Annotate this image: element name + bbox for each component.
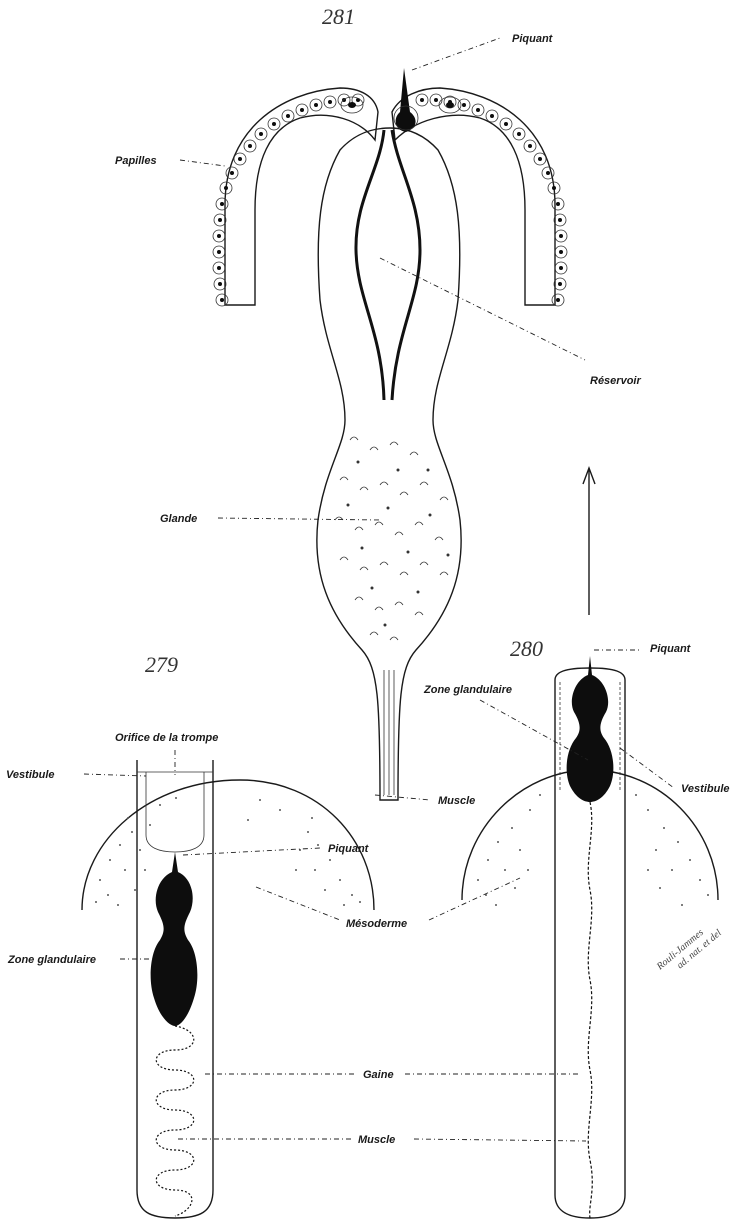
reservoir-canal bbox=[356, 130, 384, 400]
signature: Rouli-Jammes ad. nat. et del bbox=[654, 918, 724, 982]
label-281-glande: Glande bbox=[160, 513, 197, 525]
label-279-orifice: Orifice de la trompe bbox=[115, 732, 218, 744]
wavy-muscle-280 bbox=[588, 802, 592, 1218]
orientation-arrow bbox=[583, 468, 595, 615]
label-280-vestibule: Vestibule bbox=[681, 783, 730, 795]
label-281-piquant: Piquant bbox=[512, 33, 554, 45]
left-arch bbox=[225, 88, 378, 305]
coiled-muscle-279 bbox=[156, 1026, 194, 1216]
reservoir-canal-right bbox=[392, 130, 420, 400]
label-279-zone-glandulaire: Zone glandulaire bbox=[7, 954, 96, 966]
mesoderm-280-dots bbox=[477, 794, 709, 906]
vestibule-279 bbox=[146, 772, 204, 852]
label-281-reservoir: Réservoir bbox=[590, 375, 641, 387]
figure-280: 280 Piquant Zone glandulaire Vestibule bbox=[423, 636, 730, 1218]
stylet-gland-280 bbox=[567, 656, 614, 802]
shared-labels: Mésoderme Gaine Muscle bbox=[178, 878, 586, 1146]
sheath-280 bbox=[555, 796, 625, 1218]
label-279-vestibule: Vestibule bbox=[6, 769, 55, 781]
figure-281: 281 bbox=[115, 4, 641, 807]
figure-281-number: 281 bbox=[322, 4, 355, 29]
label-280-zone-glandulaire: Zone glandulaire bbox=[423, 684, 512, 696]
gland-granules bbox=[335, 437, 450, 640]
papillae-cells-right bbox=[416, 94, 567, 306]
right-arch bbox=[392, 88, 555, 305]
label-mesoderme: Mésoderme bbox=[346, 918, 407, 930]
label-280-piquant: Piquant bbox=[650, 643, 692, 655]
stylet-gland-279 bbox=[151, 852, 198, 1026]
muscle-striations bbox=[384, 670, 394, 795]
figure-279-number: 279 bbox=[145, 652, 178, 677]
label-281-papilles: Papilles bbox=[115, 155, 157, 167]
label-muscle-shared: Muscle bbox=[358, 1134, 395, 1146]
stylet-281 bbox=[396, 68, 416, 132]
figure-280-number: 280 bbox=[510, 636, 543, 661]
figure-279: 279 Orifice de la trompe Vestibule bbox=[6, 652, 374, 1218]
papillae-cells-left bbox=[213, 94, 364, 306]
label-gaine: Gaine bbox=[363, 1069, 394, 1081]
label-281-muscle: Muscle bbox=[438, 795, 475, 807]
label-279-piquant: Piquant bbox=[328, 843, 370, 855]
